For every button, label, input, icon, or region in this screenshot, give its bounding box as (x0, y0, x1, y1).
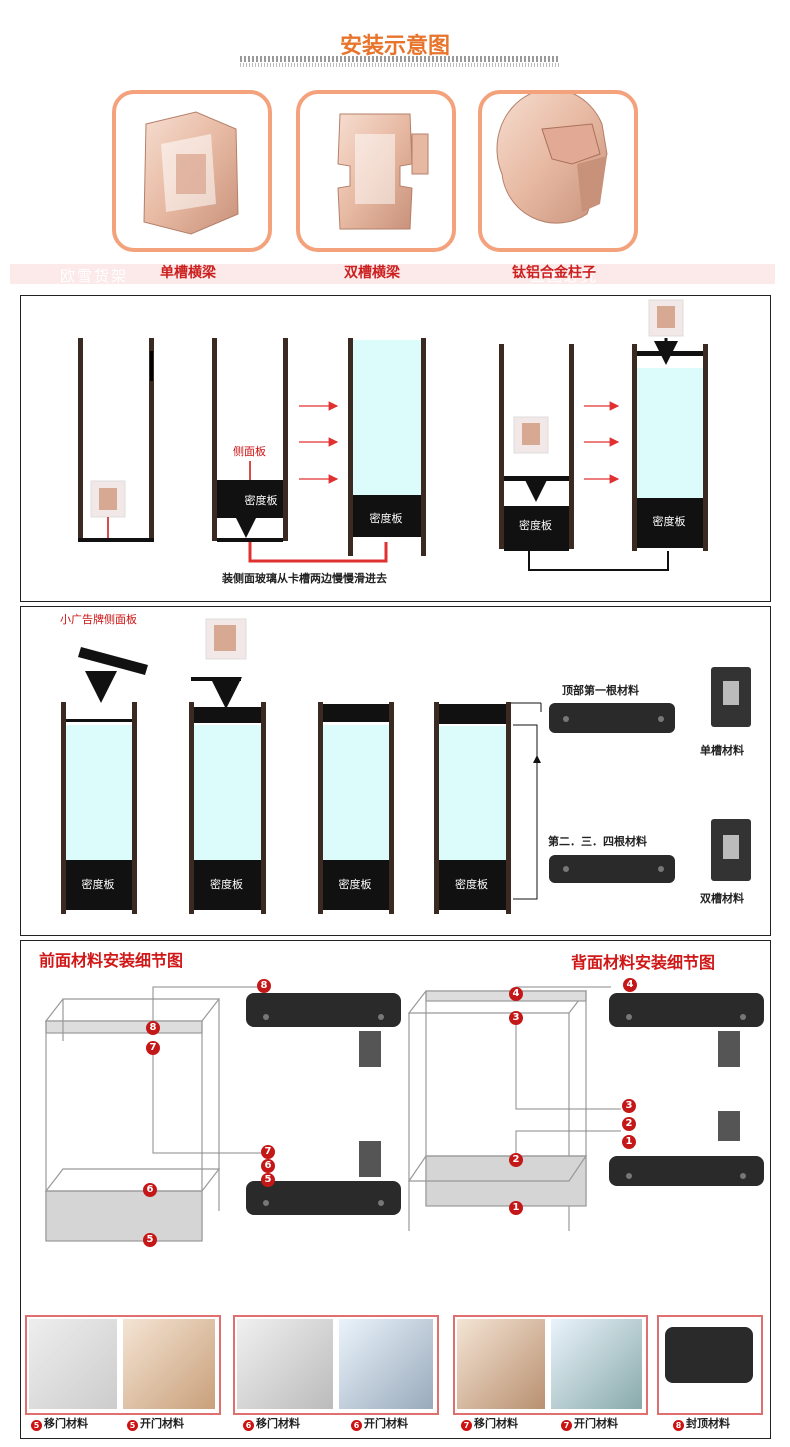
frame-step-5 (632, 299, 708, 551)
profile-card-single-groove (112, 90, 272, 252)
detail-3d-diagram (44, 986, 764, 1242)
watermark-text-right: 盗图必究 (530, 267, 599, 285)
thumb-door-6 (339, 1319, 433, 1409)
detail-card-5 (25, 1315, 221, 1415)
caption-text: 移门材料 (44, 1417, 88, 1430)
caption-text: 开门材料 (364, 1417, 408, 1430)
caption-number-badge: 5 (127, 1420, 138, 1431)
step-panel-side-glass (20, 295, 771, 602)
back-callout-1b: 1 (509, 1201, 523, 1215)
back-callout-3b: 3 (622, 1099, 636, 1113)
thumb-door-5 (123, 1319, 215, 1409)
back-callout-4: 4 (509, 987, 523, 1001)
back-callout-3: 3 (509, 1011, 523, 1025)
density-board-label-8: 密度板 (455, 878, 488, 891)
single-groove-material-label: 单槽材料 (700, 744, 744, 757)
caption-text: 封顶材料 (686, 1417, 730, 1430)
front-callout-8b: 8 (146, 1021, 160, 1035)
watermark-band (10, 264, 775, 284)
detail-card-7 (453, 1315, 648, 1415)
slide-glass-instruction: 装侧面玻璃从卡槽两边慢慢滑进去 (222, 572, 387, 585)
front-callout-6b: 6 (143, 1183, 157, 1197)
front-callout-5: 5 (261, 1173, 275, 1187)
thumb-sliding-6 (237, 1319, 333, 1409)
double-groove-beam-icon (337, 113, 429, 230)
caption-number-badge: 6 (243, 1420, 254, 1431)
profile-label-single-groove: 单槽横梁 (160, 265, 216, 281)
caption-number-badge: 8 (673, 1420, 684, 1431)
caption-text: 开门材料 (140, 1417, 184, 1430)
density-board-label-1: 密度板 (244, 494, 278, 507)
header-decorative-line-2 (240, 63, 560, 67)
step-panel-small-sign (20, 606, 771, 936)
thumb-sliding-5 (29, 1319, 117, 1409)
front-detail-title: 前面材料安装细节图 (39, 951, 184, 970)
front-callout-7b: 7 (261, 1145, 275, 1159)
thumb-sliding-7 (457, 1319, 545, 1409)
density-board-label-2: 密度板 (369, 512, 403, 525)
frame-step-3 (348, 338, 426, 556)
front-callout-7: 7 (146, 1041, 160, 1055)
frame-step-4 (499, 344, 574, 551)
thumb-door-7 (551, 1319, 642, 1409)
back-callout-1: 1 (622, 1135, 636, 1149)
small-sign-install-diagram (61, 618, 751, 914)
back-callout-4b: 4 (623, 978, 637, 992)
detail-card-8 (657, 1315, 763, 1415)
front-callout-8: 8 (257, 979, 271, 993)
profile-label-aluminum-column: 钛铝合金柱子 (512, 265, 596, 281)
caption-number-badge: 7 (461, 1420, 472, 1431)
small-sign-label: 小广告牌侧面板 (60, 613, 137, 626)
caption-number-badge: 6 (351, 1420, 362, 1431)
aluminum-column-icon (496, 88, 608, 224)
density-board-label-5: 密度板 (81, 878, 115, 891)
watermark-text-left: 欧雪货架 (60, 267, 129, 285)
density-board-label-3: 密度板 (519, 519, 552, 532)
single-groove-beam-icon (143, 111, 239, 235)
frame-step-1 (78, 338, 154, 542)
side-glass-install-diagram (78, 299, 708, 571)
second-third-fourth-material-label: 第二．三．四根材料 (548, 835, 647, 848)
frame-a (61, 702, 137, 914)
frame-d (434, 702, 511, 914)
profile-label-double-groove: 双槽横梁 (344, 265, 400, 281)
back-callout-2b: 2 (509, 1153, 523, 1167)
thumb-top-cap-8 (665, 1327, 753, 1383)
front-callout-6: 6 (261, 1159, 275, 1173)
page-title: 安装示意图 (339, 34, 450, 59)
caption-text: 开门材料 (574, 1417, 618, 1430)
caption-text: 移门材料 (256, 1417, 300, 1430)
density-board-label-4: 密度板 (652, 515, 686, 528)
profile-card-aluminum-column (478, 88, 638, 252)
side-panel-label: 侧面板 (233, 445, 266, 458)
back-detail-title: 背面材料安装细节图 (571, 953, 716, 972)
frame-b (189, 702, 266, 914)
detail-panel: 前面材料安装细节图 背面材料安装细节图 8 8 7 7 6 5 6 5 4 3 … (20, 940, 771, 1439)
header-decorative-line (240, 56, 560, 62)
profile-card-double-groove (296, 90, 456, 252)
caption-number-badge: 7 (561, 1420, 572, 1431)
back-callout-2: 2 (622, 1117, 636, 1131)
caption-number-badge: 5 (31, 1420, 42, 1431)
front-callout-5b: 5 (143, 1233, 157, 1247)
density-board-label-7: 密度板 (338, 878, 372, 891)
caption-text: 移门材料 (474, 1417, 518, 1430)
density-board-label-6: 密度板 (210, 878, 243, 891)
detail-card-6 (233, 1315, 439, 1415)
double-groove-material-label: 双槽材料 (700, 892, 744, 905)
top-first-material-label: 顶部第一根材料 (562, 684, 639, 697)
frame-step-2 (212, 338, 288, 542)
frame-c (318, 702, 394, 914)
